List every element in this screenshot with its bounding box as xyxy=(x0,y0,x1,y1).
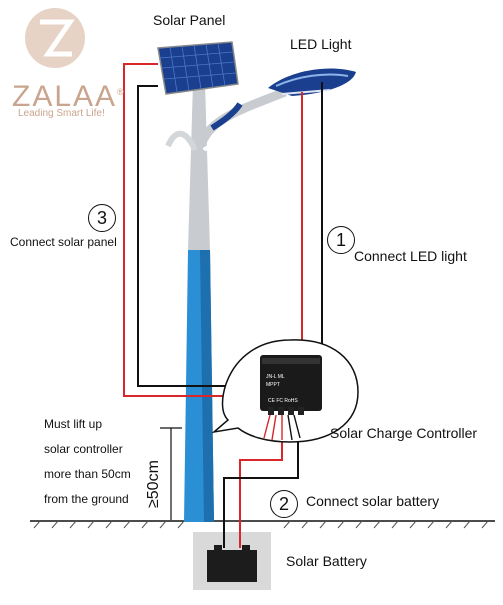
note-line-4: from the ground xyxy=(44,492,129,506)
controller-model: JN-L ML xyxy=(266,374,285,380)
step-2-badge: 2 xyxy=(270,490,298,518)
note-line-1: Must lift up xyxy=(44,417,103,431)
led-lamp-head xyxy=(268,68,356,96)
brand-name: ZALAA® xyxy=(12,80,126,113)
step-3-badge: 3 xyxy=(88,204,116,232)
solar-panel-label: Solar Panel xyxy=(153,12,226,28)
battery-pit xyxy=(193,532,271,590)
zalaa-logo-icon xyxy=(25,8,85,68)
street-light-pole xyxy=(165,82,287,522)
controller-callout: JN-L ML MPPT CE FC RoHS xyxy=(211,339,359,443)
ground xyxy=(30,520,495,529)
solar-panel xyxy=(157,41,239,95)
connect-solar-panel-label: Connect solar panel xyxy=(10,235,117,249)
step-1-badge: 1 xyxy=(327,226,355,254)
connect-solar-battery-label: Connect solar battery xyxy=(306,493,440,509)
brand-tagline: Leading Smart Life! xyxy=(18,108,105,119)
note-line-2: solar controller xyxy=(44,442,123,456)
led-light-label: LED Light xyxy=(290,36,352,52)
controller-mppt: MPPT xyxy=(266,382,280,388)
connect-led-light-label: Connect LED light xyxy=(354,248,467,264)
note-line-3: more than 50cm xyxy=(44,467,131,481)
height-label: ≥50cm xyxy=(145,460,162,508)
solar-battery-label: Solar Battery xyxy=(286,553,367,569)
controller-height-note: Must lift up solar controller more than … xyxy=(44,412,131,512)
controller-certs: CE FC RoHS xyxy=(268,398,298,404)
height-dimension xyxy=(160,427,182,520)
solar-charge-controller-label: Solar Charge Controller xyxy=(330,425,478,441)
